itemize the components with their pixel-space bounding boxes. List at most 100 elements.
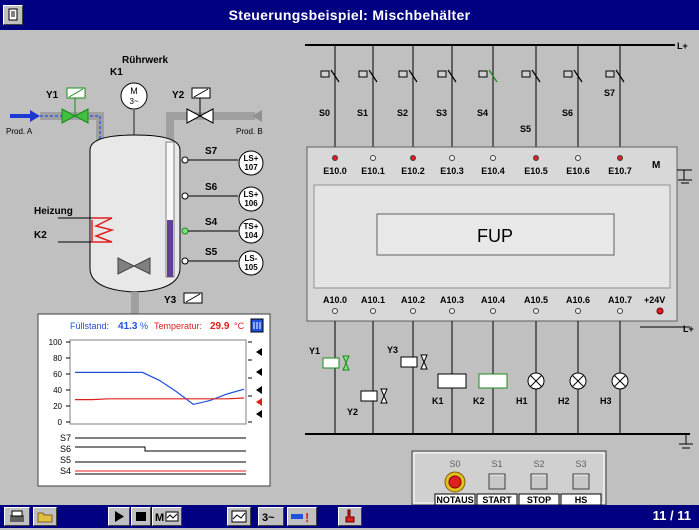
- output-label: A10.4: [481, 295, 505, 305]
- input-label: E10.1: [361, 166, 385, 176]
- y-tick-label: 40: [53, 386, 62, 395]
- system-menu-icon[interactable]: [3, 5, 23, 25]
- input-label: E10.6: [566, 166, 590, 176]
- input-switch-s2[interactable]: [398, 70, 408, 78]
- output-label: A10.7: [608, 295, 632, 305]
- switch-s5: S5 LS- 105: [181, 247, 264, 276]
- svg-text:106: 106: [244, 199, 258, 208]
- rail-bottom-label: L+: [683, 324, 694, 334]
- panel-button-id: S2: [533, 459, 544, 469]
- output-label: A10.3: [440, 295, 464, 305]
- input-led: [575, 155, 581, 161]
- sensor-ls106-icon: [238, 186, 264, 212]
- switch-label: S3: [436, 108, 447, 118]
- input-led: [410, 155, 416, 161]
- play-icon[interactable]: [108, 507, 130, 526]
- output-led: [533, 308, 539, 314]
- input-led: [617, 155, 623, 161]
- motor-view-icon[interactable]: 3~: [258, 507, 284, 526]
- input-switch-s0[interactable]: [320, 70, 330, 78]
- output-label: A10.2: [401, 295, 425, 305]
- valve-y3-icon[interactable]: [183, 292, 203, 304]
- valve-y1-icon[interactable]: [61, 87, 89, 124]
- load-label: Y3: [387, 345, 398, 355]
- chart-view-icon[interactable]: [227, 507, 251, 526]
- ground-label: M: [652, 160, 660, 171]
- y-tick-label: 100: [49, 338, 63, 347]
- panel-hs-button[interactable]: [572, 473, 590, 490]
- digital-row-s6-label: S6: [60, 444, 71, 454]
- switch-s7: S7 LS+ 107: [181, 146, 264, 176]
- single-step-icon[interactable]: M: [152, 507, 182, 526]
- svg-text:3~: 3~: [262, 512, 275, 524]
- svg-text:104: 104: [244, 231, 258, 240]
- switch-label: S1: [357, 108, 368, 118]
- input-label: E10.5: [524, 166, 548, 176]
- relay-k1-icon: [437, 373, 467, 389]
- fill-label: Füllstand:: [70, 321, 109, 331]
- open-folder-icon[interactable]: [33, 507, 57, 526]
- svg-text:LS+: LS+: [244, 154, 259, 163]
- trend-markers: [248, 341, 262, 423]
- svg-text:105: 105: [244, 263, 258, 272]
- relay-k2-icon: [478, 373, 508, 389]
- svg-text:M: M: [130, 86, 138, 96]
- trend-plot-area: [69, 339, 247, 425]
- switch-s4: S4 TS+ 104: [181, 217, 264, 244]
- trend-window: Füllstand: 41.3 % Temperatur: 29.9 °C 10…: [37, 313, 271, 487]
- output-led: [617, 308, 623, 314]
- input-led: [533, 155, 539, 161]
- inlet-a-label: Prod. A: [6, 127, 33, 136]
- output-led: [575, 308, 581, 314]
- supply-label: +24V: [644, 295, 665, 305]
- fup-button[interactable]: [376, 213, 615, 256]
- valve-y3-label: Y3: [164, 295, 177, 306]
- panel-start-button[interactable]: [488, 473, 506, 490]
- pointer-hand-icon[interactable]: [338, 507, 362, 526]
- svg-text:!: !: [305, 510, 309, 525]
- load-label: K2: [473, 396, 485, 406]
- valve-y2-label: Y2: [172, 90, 185, 101]
- output-label: A10.5: [524, 295, 548, 305]
- input-led: [490, 155, 496, 161]
- trend-settings-icon[interactable]: [250, 318, 264, 333]
- sensor-ls105-icon: [238, 250, 264, 276]
- title-bar: Steuerungsbeispiel: Mischbehälter: [0, 0, 699, 30]
- panel-button-label: STOP: [527, 495, 551, 505]
- svg-text:S6: S6: [205, 182, 218, 193]
- stop-icon[interactable]: [131, 507, 151, 526]
- input-switch-s3[interactable]: [437, 70, 447, 78]
- switch-label: S4: [477, 108, 488, 118]
- input-switch-s4[interactable]: [478, 70, 488, 78]
- fill-value: 41.3: [118, 321, 138, 332]
- input-switch-s7[interactable]: [605, 70, 615, 78]
- output-label: A10.6: [566, 295, 590, 305]
- input-switch-s5[interactable]: [521, 70, 531, 78]
- panel-button-id: S1: [491, 459, 502, 469]
- switch-s6: S6 LS+ 106: [181, 182, 264, 212]
- y-tick-label: 60: [53, 370, 62, 379]
- input-switch-s1[interactable]: [358, 70, 368, 78]
- input-label: E10.3: [440, 166, 464, 176]
- digital-row-s4-label: S4: [60, 466, 71, 476]
- switch-label: S2: [397, 108, 408, 118]
- panel-stop-button[interactable]: [530, 473, 548, 490]
- heater-coil-icon: [92, 217, 115, 243]
- valve-y2-icon[interactable]: [186, 87, 214, 124]
- fault-icon[interactable]: !: [287, 507, 317, 526]
- solenoid-y2-icon: [360, 390, 378, 402]
- heater-label: Heizung: [34, 206, 73, 217]
- input-led: [332, 155, 338, 161]
- tank-vessel: [89, 134, 181, 293]
- switch-label: S6: [562, 108, 573, 118]
- svg-text:3~: 3~: [129, 97, 138, 106]
- load-label: H3: [600, 396, 612, 406]
- panel-button-label: HS: [575, 495, 588, 505]
- print-icon[interactable]: [4, 507, 30, 526]
- temp-label: Temperatur:: [154, 321, 202, 331]
- temp-value: 29.9: [210, 321, 230, 332]
- input-switch-s6[interactable]: [563, 70, 573, 78]
